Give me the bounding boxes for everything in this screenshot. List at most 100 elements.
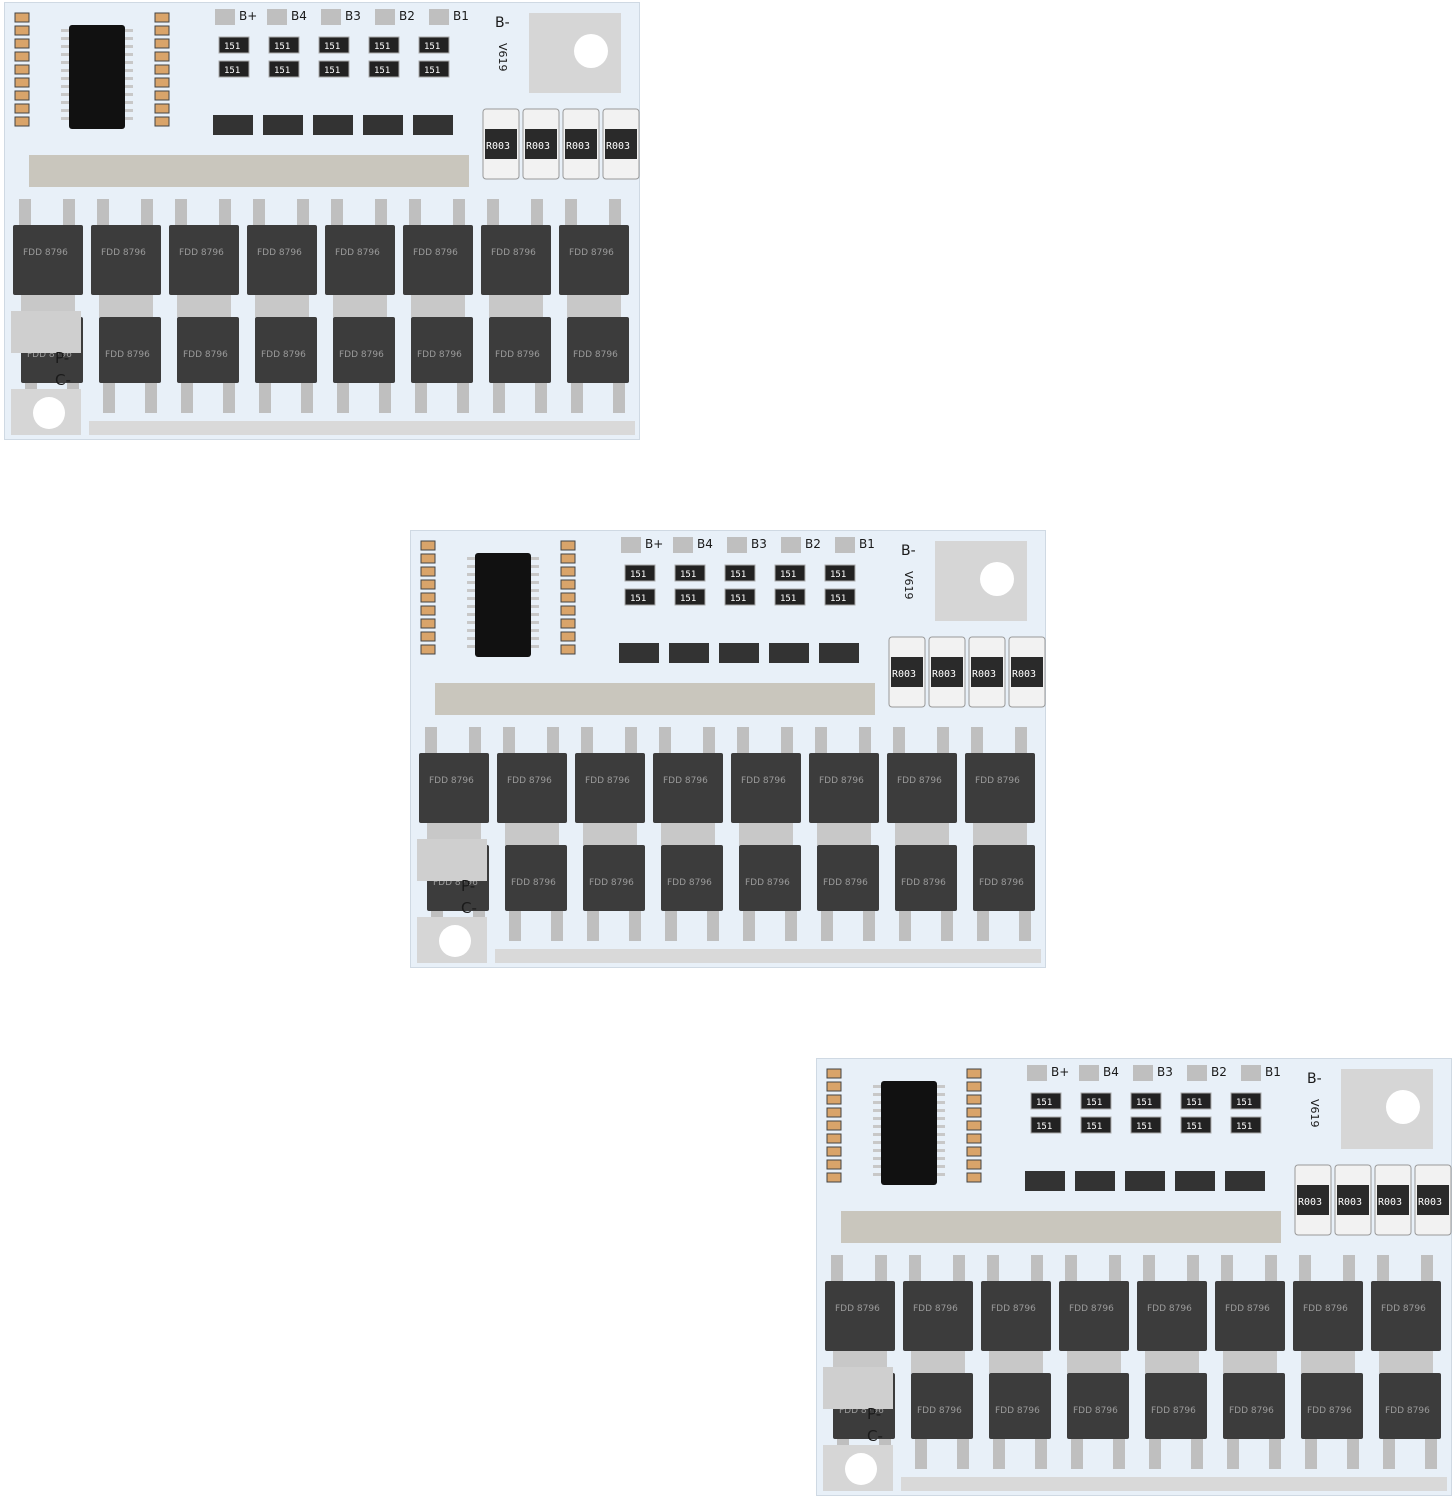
smd-component <box>154 103 170 114</box>
ic-pin <box>531 565 539 568</box>
mosfet-lead <box>909 1255 921 1283</box>
mosfet-top <box>419 753 489 823</box>
mosfet-top <box>903 1281 973 1351</box>
ic-pin <box>61 109 69 112</box>
ic-pin <box>61 85 69 88</box>
mosfet-lead <box>815 727 827 755</box>
mosfet-lead <box>297 199 309 227</box>
mosfet-label: FDD 8796 <box>183 350 228 360</box>
mosfet-label: FDD 8796 <box>823 878 868 888</box>
mosfet-lead <box>1071 1439 1083 1469</box>
mosfet-top <box>481 225 551 295</box>
shunt-code: R003 <box>486 141 510 152</box>
mosfet-lead <box>1421 1255 1433 1283</box>
mosfet-lead <box>535 383 547 413</box>
mounting-hole <box>574 34 608 68</box>
shunt-code: R003 <box>1418 1197 1442 1208</box>
mosfet-lead <box>899 911 911 941</box>
ic-pin <box>125 109 133 112</box>
smd-component <box>560 566 576 577</box>
terminal-pad <box>1133 1065 1153 1081</box>
resistor-code: 151 <box>830 570 846 580</box>
smd-component <box>14 64 30 75</box>
ic-pin <box>125 93 133 96</box>
mosfet-lead <box>1031 1255 1043 1283</box>
mosfet-lead <box>859 727 871 755</box>
ic-pin <box>467 637 475 640</box>
resistor <box>1230 1116 1262 1134</box>
resistor-code: 151 <box>324 42 340 52</box>
mosfet-lead <box>19 199 31 227</box>
ic-pin <box>125 29 133 32</box>
resistor <box>674 564 706 582</box>
mosfet-lead <box>821 911 833 941</box>
smd-component <box>560 644 576 655</box>
mosfet-label: FDD 8796 <box>335 248 380 258</box>
terminal-pad <box>429 9 449 25</box>
resistor-code: 151 <box>374 66 390 76</box>
mosfet-lead <box>863 911 875 941</box>
resistor-code: 151 <box>274 66 290 76</box>
mosfet-tab <box>1145 1351 1199 1373</box>
ic-pin <box>531 629 539 632</box>
mosfet-top <box>403 225 473 295</box>
mosfet-lead <box>609 199 621 227</box>
terminal-label: B3 <box>345 9 361 23</box>
smd-component <box>966 1068 982 1079</box>
mosfet-label: FDD 8796 <box>991 1304 1036 1314</box>
resistor-code: 151 <box>630 570 646 580</box>
resistor <box>218 36 250 54</box>
ic-pin <box>873 1133 881 1136</box>
resistor-code: 151 <box>680 570 696 580</box>
mosfet-lead <box>493 383 505 413</box>
resistor-code: 151 <box>680 594 696 604</box>
mosfet-lead <box>893 727 905 755</box>
terminal-label-bminus: B- <box>901 543 916 559</box>
mosfet-lead <box>629 911 641 941</box>
terminal-label: B4 <box>291 9 307 23</box>
smd-component <box>966 1133 982 1144</box>
mosfet-lead <box>1299 1255 1311 1283</box>
shunt-code: R003 <box>1378 1197 1402 1208</box>
ic-pin <box>61 101 69 104</box>
ic-pin <box>937 1109 945 1112</box>
ic-pin <box>467 589 475 592</box>
mosfet-tab <box>989 1351 1043 1373</box>
mosfet-tab <box>661 823 715 845</box>
mosfet-lead <box>503 727 515 755</box>
mosfet-label: FDD 8796 <box>663 776 708 786</box>
ic-pin <box>531 645 539 648</box>
mosfet-lead <box>977 911 989 941</box>
mosfet-label: FDD 8796 <box>819 776 864 786</box>
ic-pin <box>467 597 475 600</box>
mosfet-top <box>1371 1281 1441 1351</box>
mosfet-lead <box>1383 1439 1395 1469</box>
ic-pin <box>937 1173 945 1176</box>
smd-component <box>826 1133 842 1144</box>
resistor-code: 151 <box>1136 1122 1152 1132</box>
mosfet-top <box>1293 1281 1363 1351</box>
shunt-body <box>931 657 963 687</box>
smd-component <box>560 592 576 603</box>
ic-pin <box>937 1085 945 1088</box>
terminal-label: B4 <box>697 537 713 551</box>
ic-pin <box>61 45 69 48</box>
smd-component <box>420 644 436 655</box>
terminal-label-bminus: B- <box>1307 1071 1322 1087</box>
shunt-code: R003 <box>1338 1197 1362 1208</box>
mosfet-lead <box>703 727 715 755</box>
smd-component <box>966 1172 982 1183</box>
mosfet-lead <box>587 911 599 941</box>
smd-component <box>826 1146 842 1157</box>
mosfet-lead <box>531 199 543 227</box>
bottom-strip <box>89 421 635 435</box>
mosfet-lead <box>665 911 677 941</box>
mosfet-label: FDD 8796 <box>745 878 790 888</box>
mosfet-tab <box>505 823 559 845</box>
smd-component <box>420 631 436 642</box>
output-pad <box>417 839 487 881</box>
mosfet-lead <box>301 383 313 413</box>
ic-pin <box>531 581 539 584</box>
mosfet-lead <box>551 911 563 941</box>
